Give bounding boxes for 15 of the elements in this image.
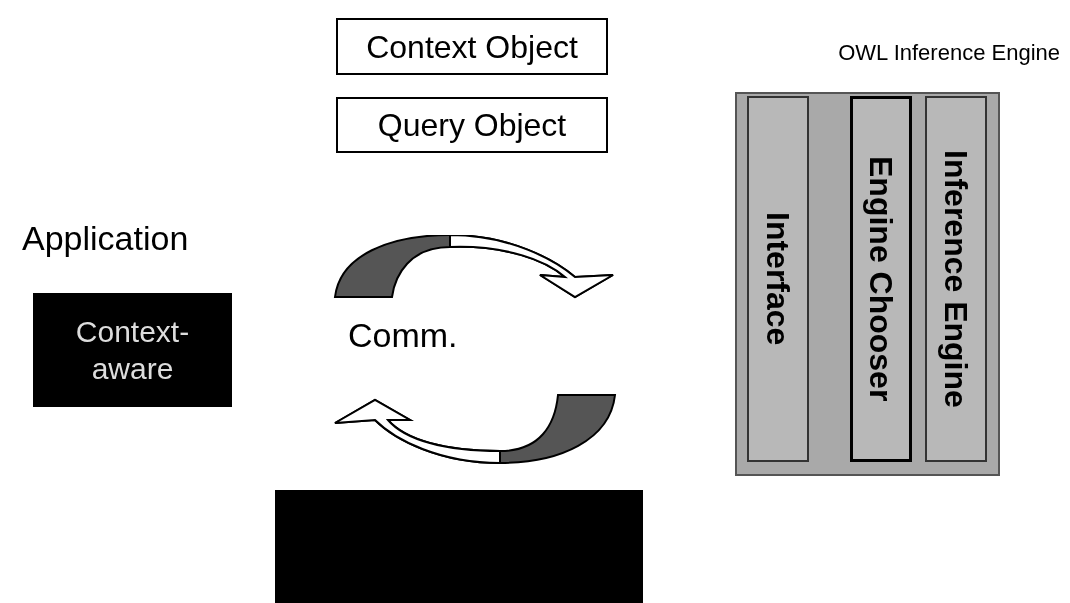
box-label: Context-aware — [74, 313, 191, 387]
object-box — [336, 18, 608, 75]
dark-box — [275, 490, 643, 603]
module-column — [850, 96, 912, 462]
comm-label: Comm. — [348, 315, 458, 356]
column-label: Interface — [759, 212, 797, 346]
heading-text: Application — [22, 218, 189, 259]
object-box — [336, 97, 608, 153]
module-column — [925, 96, 987, 462]
module-column — [747, 96, 809, 462]
column-label: Engine Chooser — [862, 156, 900, 402]
box-label: Context Object — [366, 27, 578, 67]
heading-text: OWL Inference Engine — [838, 39, 1060, 67]
column-label: Inference Engine — [937, 150, 975, 408]
box-label: Query Object — [377, 106, 567, 145]
